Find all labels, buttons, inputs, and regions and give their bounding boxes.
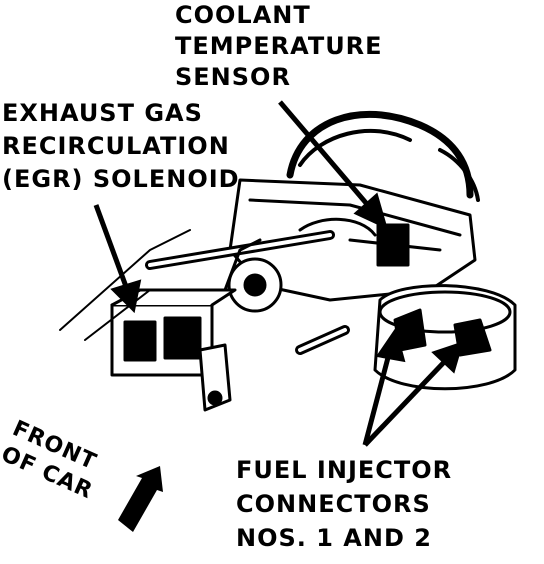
fuel-injector-label: FUEL INJECTOR CONNECTORS NOS. 1 AND 2 xyxy=(236,456,453,552)
injector-arrow-2 xyxy=(363,356,450,447)
injector-arrow-1 xyxy=(362,349,393,446)
wiring-harness xyxy=(286,110,474,199)
coolant-sensor-body xyxy=(376,223,410,267)
egr-solenoid-label: EXHAUST GAS RECIRCULATION (EGR) SOLENOID xyxy=(2,99,240,193)
coolant-arrow xyxy=(278,100,374,212)
egr-arrow xyxy=(93,204,131,293)
throttle-body xyxy=(373,284,517,391)
coolant-sensor-label: COOLANT TEMPERATURE SENSOR xyxy=(175,1,383,91)
front-of-car-arrow xyxy=(118,466,163,532)
